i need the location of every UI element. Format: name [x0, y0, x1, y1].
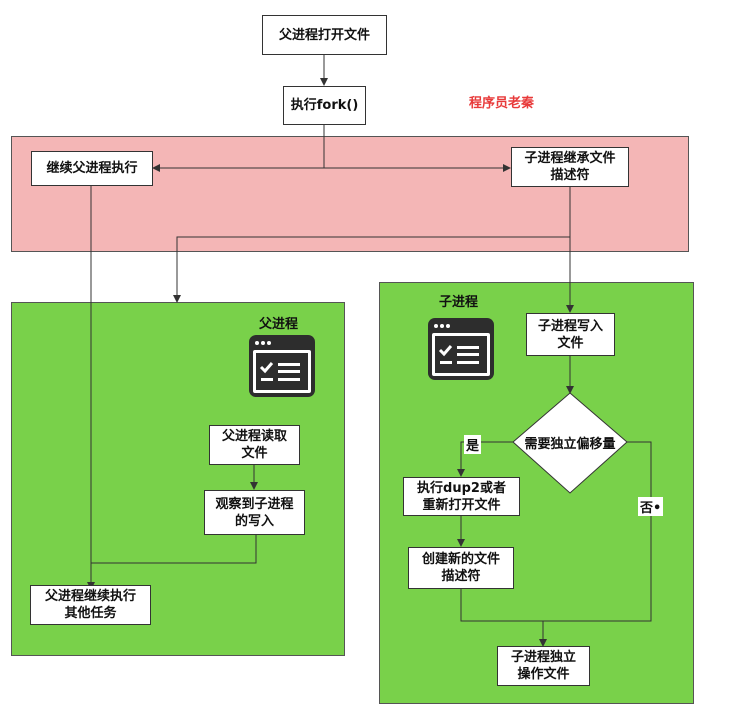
node-child-write: 子进程写入 文件	[526, 313, 615, 356]
edge-decision-no	[543, 441, 652, 622]
node-parent-continue: 继续父进程执行	[31, 151, 153, 186]
edge-create-to-independent	[460, 589, 547, 647]
yes-label: 是	[464, 435, 482, 454]
node-parent-observe: 观察到子进程 的写入	[204, 490, 305, 535]
node-create-fd: 创建新的文件 描述符	[408, 547, 514, 589]
child-region-title: 子进程	[439, 295, 479, 310]
node-parent-read: 父进程读取 文件	[209, 425, 300, 465]
node-dup2: 执行dup2或者 重新打开文件	[403, 477, 520, 516]
node-open-file: 父进程打开文件	[262, 15, 387, 55]
node-parent-other: 父进程继续执行 其他任务	[30, 585, 151, 625]
parent-region-title: 父进程	[259, 317, 299, 332]
edge-observe-to-main	[91, 535, 257, 564]
no-label: 否•	[638, 497, 664, 516]
node-fork: 执行fork()	[283, 86, 366, 125]
watermark-label: 程序员老秦	[469, 96, 535, 111]
decision-label: 需要独立偏移量	[524, 436, 616, 452]
node-child-inherit: 子进程继承文件 描述符	[511, 147, 629, 187]
edge-decision-yes	[457, 441, 513, 477]
app-checklist-icon	[427, 317, 495, 381]
node-child-independent: 子进程独立 操作文件	[497, 646, 590, 686]
app-checklist-icon	[248, 334, 316, 398]
decision-diamond	[512, 392, 628, 494]
edge-inherit-to-parent-region	[173, 186, 571, 303]
